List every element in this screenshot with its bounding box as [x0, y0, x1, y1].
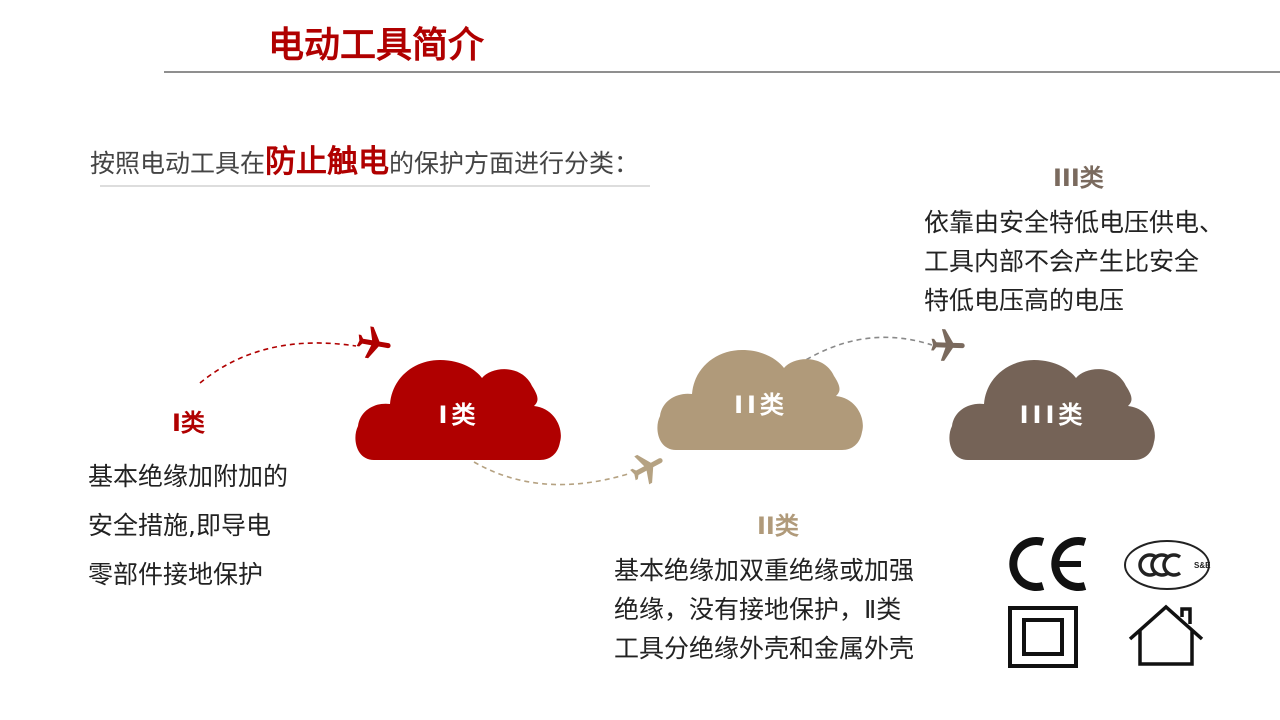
ccc-mark-icon: S&E — [1122, 538, 1212, 592]
cloud-shape — [355, 360, 561, 460]
description-line: 绝缘，没有接地保护，Ⅱ类 — [614, 595, 902, 624]
description-line: 工具内部不会产生比安全 — [924, 247, 1200, 276]
airplane-icon — [354, 324, 394, 364]
page-title: 电动工具简介 — [268, 25, 485, 66]
cloud-class1: I类 — [354, 358, 564, 462]
ccc-mark-text: S&E — [1194, 561, 1211, 570]
airplane-icon — [928, 326, 968, 366]
description-line: 依靠由安全特低电压供电、 — [924, 208, 1225, 237]
class3-heading: III类 — [1053, 164, 1104, 192]
arc-class2 — [473, 461, 629, 486]
class2-heading: II类 — [757, 512, 799, 540]
description-line: 基本绝缘加双重绝缘或加强 — [614, 556, 915, 585]
house-icon — [1126, 603, 1206, 667]
class1-description: 基本绝缘加附加的 安全措施,即导电 零部件接地保护 — [88, 452, 288, 599]
cloud-class3: III类 — [948, 358, 1158, 462]
airplane-icon — [628, 448, 668, 488]
cloud-label: II类 — [734, 390, 788, 419]
class1-heading: I类 — [172, 409, 205, 437]
cloud-class2: II类 — [656, 348, 866, 452]
description-line: 工具分绝缘外壳和金属外壳 — [614, 634, 915, 663]
subtitle-underline — [100, 185, 650, 187]
description-line: 零部件接地保护 — [88, 560, 264, 589]
cloud-label: III类 — [1019, 400, 1087, 429]
cloud-shape — [949, 360, 1155, 460]
class3-description: 依靠由安全特低电压供电、 工具内部不会产生比安全 特低电压高的电压 — [924, 203, 1224, 320]
description-line: 特低电压高的电压 — [924, 286, 1125, 315]
subtitle-before: 按照电动工具在 — [90, 149, 266, 178]
subtitle-emphasis: 防止触电 — [265, 144, 390, 180]
arc-class1 — [199, 342, 357, 384]
description-line: 安全措施,即导电 — [88, 511, 271, 540]
subtitle: 按照电动工具在 防止触电 的保护方面进行分类： — [90, 144, 639, 182]
description-line: 基本绝缘加附加的 — [88, 462, 289, 491]
cloud-shape — [657, 350, 863, 450]
class2-description: 基本绝缘加双重绝缘或加强 绝缘，没有接地保护，Ⅱ类 工具分绝缘外壳和金属外壳 — [614, 551, 914, 668]
double-insulation-icon — [1007, 605, 1079, 669]
subtitle-after: 的保护方面进行分类： — [389, 149, 640, 178]
ce-mark-icon — [1005, 535, 1090, 593]
title-divider — [164, 71, 1280, 73]
cloud-label: I类 — [438, 400, 480, 429]
